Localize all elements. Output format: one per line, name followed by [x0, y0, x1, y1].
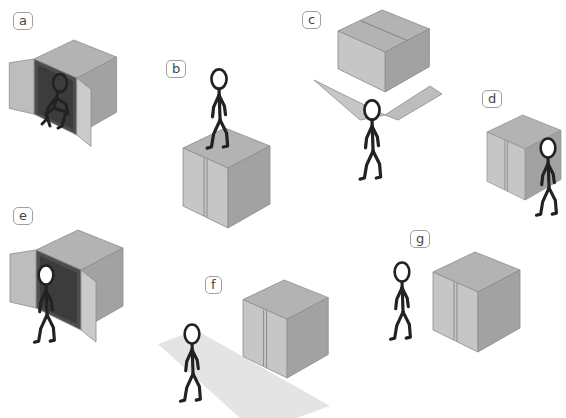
- panel-letter: d: [482, 90, 502, 108]
- panel-letter: a: [13, 12, 33, 30]
- panel-letter: g: [410, 230, 430, 248]
- panel-letter: c: [302, 11, 321, 29]
- panel-letter: f: [205, 276, 222, 294]
- panel-letter: b: [166, 60, 186, 78]
- panel-letter: e: [13, 207, 33, 225]
